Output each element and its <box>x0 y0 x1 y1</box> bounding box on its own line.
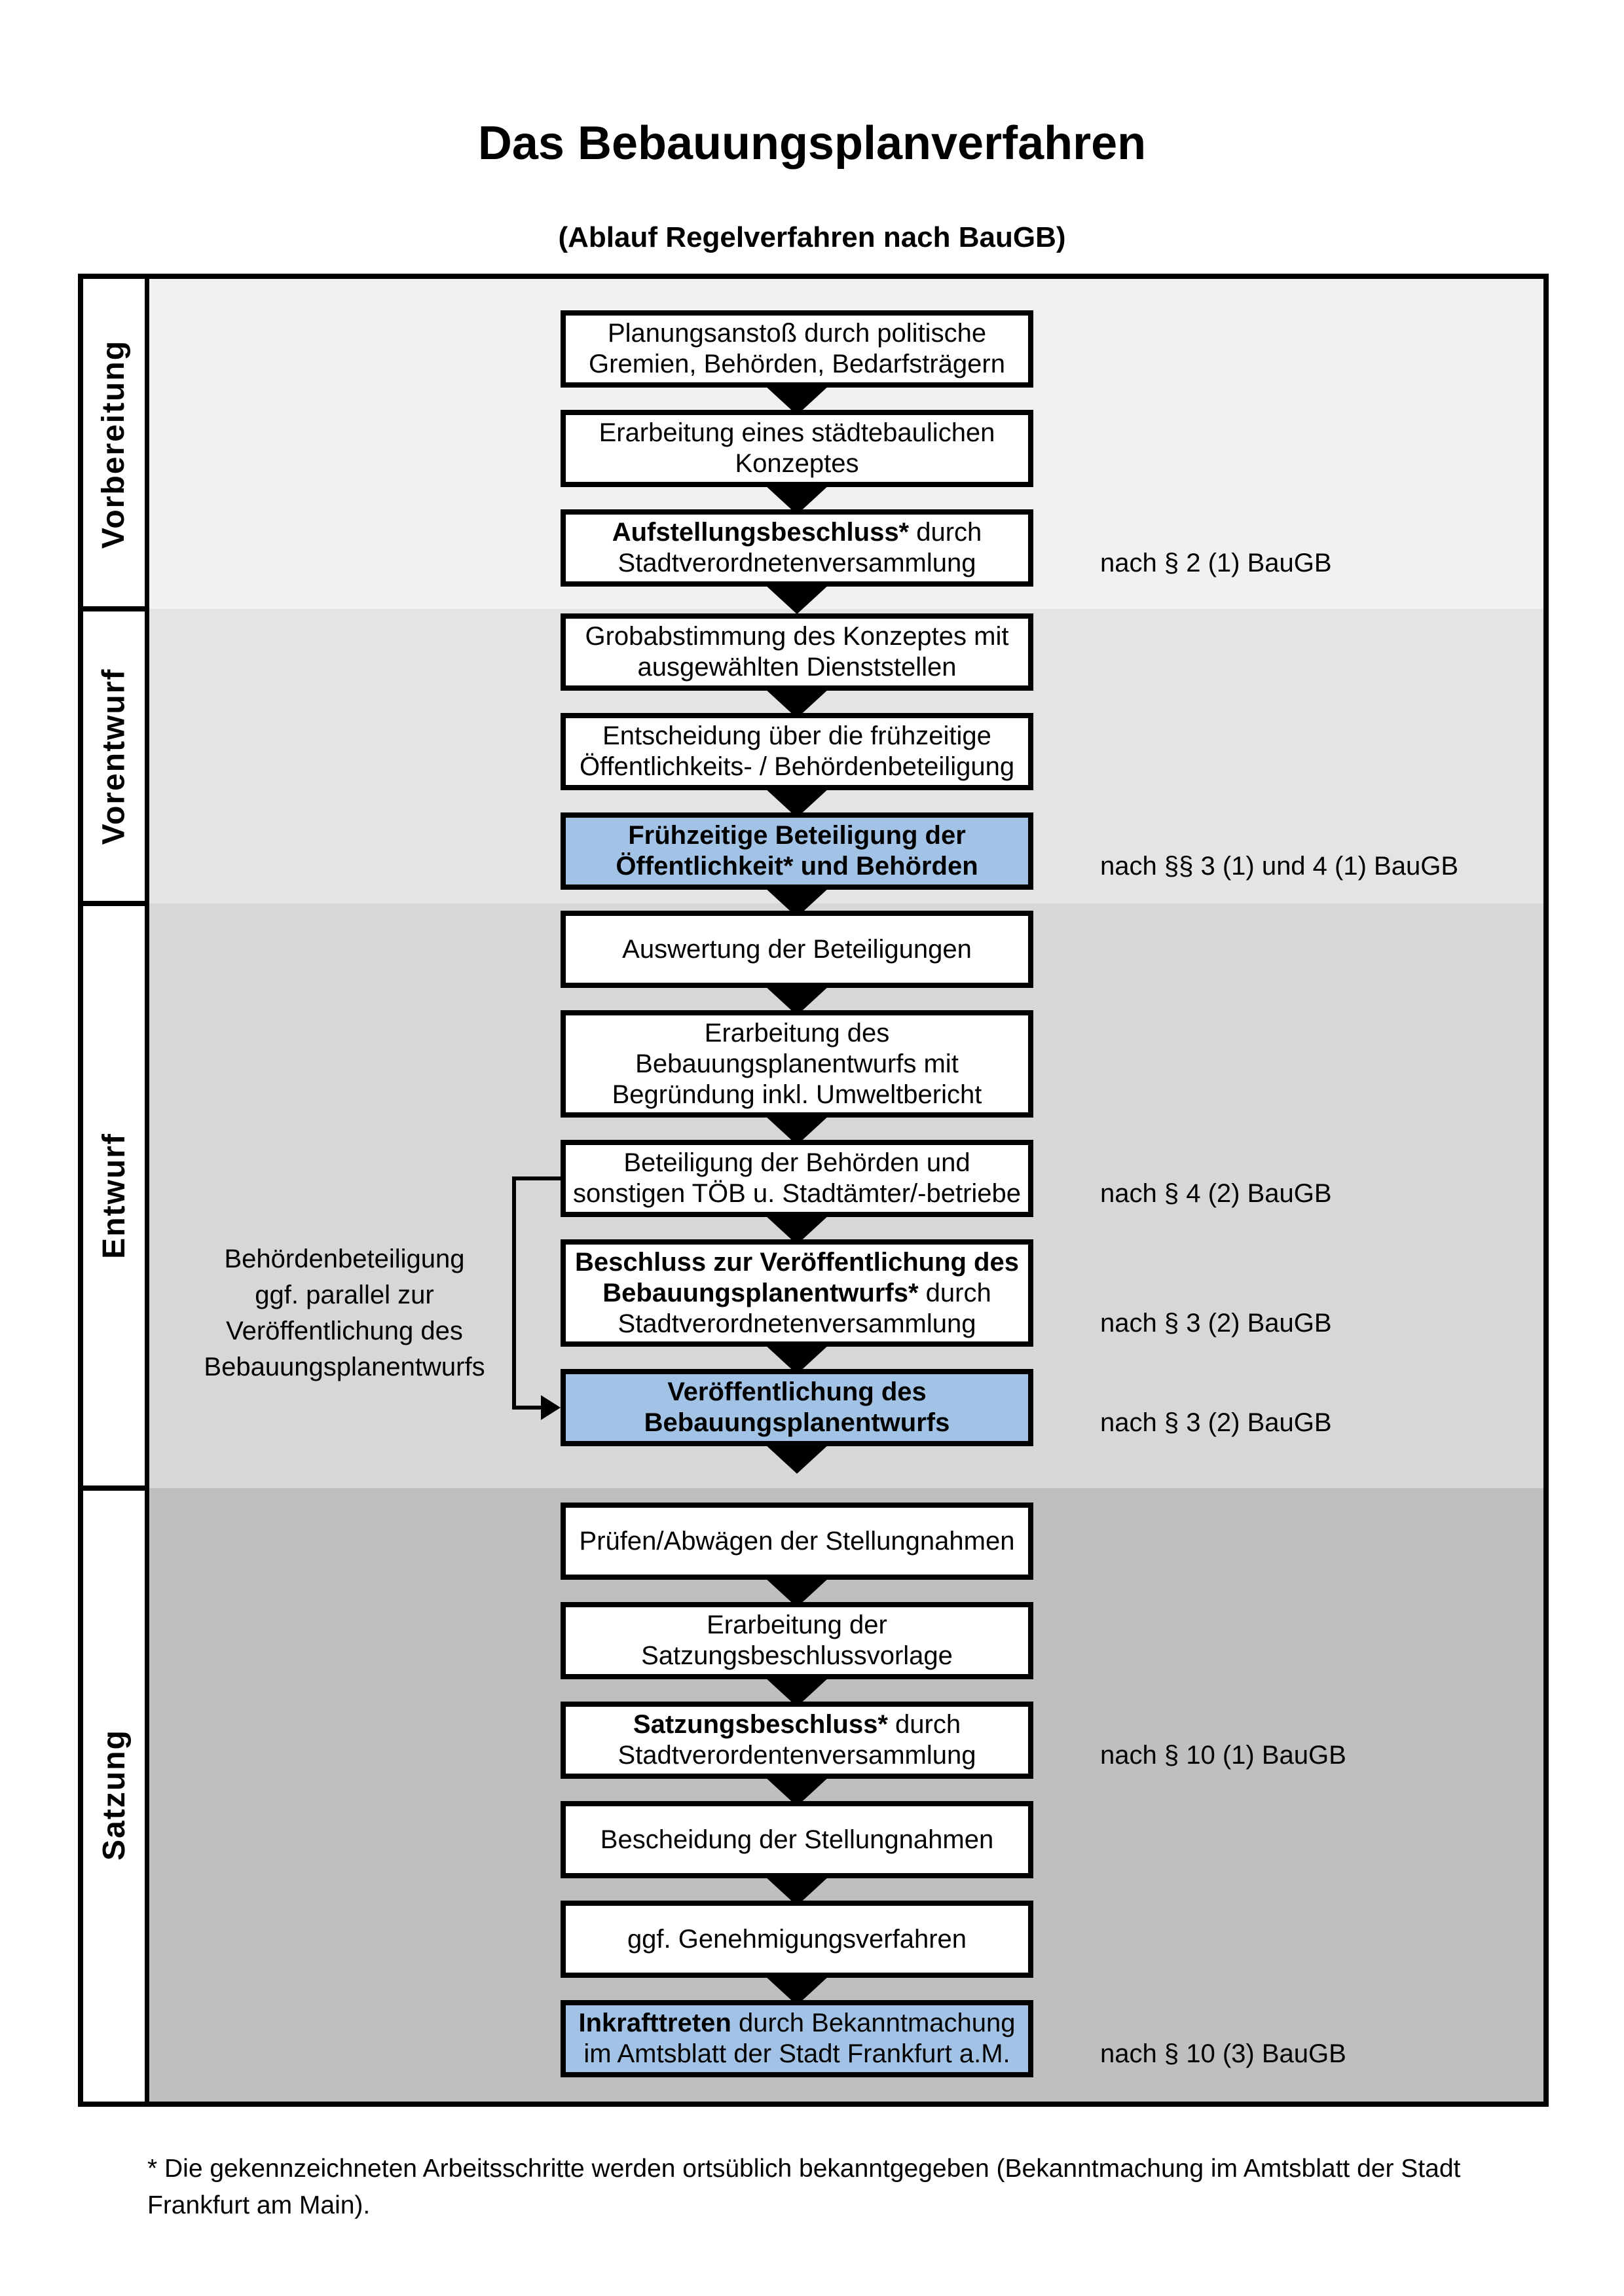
flow-box-text-line: Bebauungsplanentwurfs mit <box>635 1049 959 1078</box>
footnote: * Die gekennzeichneten Arbeitsschritte w… <box>147 2151 1536 2224</box>
side-note: Behördenbeteiligung ggf. parallel zur Ve… <box>161 1241 528 1385</box>
flow-box-text-line: Konzeptes <box>735 449 859 478</box>
section-separator <box>83 606 145 611</box>
legal-reference: nach § 10 (3) BauGB <box>1100 2039 1346 2068</box>
flow-box-text-line: sonstigen TÖB u. Stadtämter/-betriebe <box>572 1179 1022 1208</box>
flow-box-text-line: Aufstellungsbeschluss* durch <box>612 518 982 547</box>
flow-box-text-line: Erarbeitung eines städtebaulichen <box>599 418 995 447</box>
flow-box-text-line: ggf. Genehmigungsverfahren <box>627 1924 967 1954</box>
section-separator <box>83 1485 145 1491</box>
flow-box-text-line: Erarbeitung der <box>707 1611 887 1639</box>
section-label-vorentwurf: Vorentwurf <box>83 625 145 887</box>
legal-reference: nach § 3 (2) BauGB <box>1100 1309 1332 1338</box>
flow-box-text-line: im Amtsblatt der Stadt Frankfurt a.M. <box>583 2039 1010 2068</box>
flow-box-text-line: Frühzeitige Beteiligung der <box>628 821 966 850</box>
flow-box-text-line: Auswertung der Beteiligungen <box>622 934 972 964</box>
arrow-down-icon <box>764 584 830 614</box>
flow-box-text-line: Bebauungsplanentwurfs <box>644 1408 950 1437</box>
legal-reference: nach § 3 (2) BauGB <box>1100 1408 1332 1437</box>
flow-box-bescheidung: Bescheidung der Stellungnahmen <box>561 1801 1033 1878</box>
flow-box-text-line: Öffentlichkeits- / Behördenbeteiligung <box>579 752 1015 781</box>
side-note-line: Bebauungsplanentwurfs <box>204 1353 485 1381</box>
legal-reference: nach § 4 (2) BauGB <box>1100 1179 1332 1208</box>
flow-box-text-line: Planungsanstoß durch politische <box>607 319 987 348</box>
flow-box-auswertung: Auswertung der Beteiligungen <box>561 911 1033 988</box>
legal-reference: nach §§ 3 (1) und 4 (1) BauGB <box>1100 852 1458 881</box>
footnote-line: Frankfurt am Main). <box>147 2191 371 2219</box>
flow-box-text-line: Grobabstimmung des Konzeptes mit <box>585 622 1009 651</box>
flow-box-text-line: Stadtverordnetenversammlung <box>618 549 976 577</box>
arrow-down-icon <box>764 1444 830 1474</box>
flow-box-text-line: Beschluss zur Veröffentlichung des <box>575 1247 1019 1277</box>
flow-box-text-line: Stadtverordnetenversammlung <box>618 1309 976 1338</box>
connector-line <box>512 1176 561 1180</box>
flow-box-text-line: Veröffentlichung des <box>667 1377 927 1406</box>
legal-reference: nach § 10 (1) BauGB <box>1100 1741 1346 1770</box>
section-label-text: Vorbereitung <box>96 339 132 549</box>
connector-line <box>512 1406 542 1410</box>
flow-box-text-line: Bebauungsplanentwurfs* durch <box>602 1278 991 1307</box>
flow-box-text-line: Prüfen/Abwägen der Stellungnahmen <box>579 1526 1015 1556</box>
page-subtitle: (Ablauf Regelverfahren nach BauGB) <box>558 221 1066 253</box>
flow-box-text-line: Stadtverordentenversammlung <box>618 1741 976 1770</box>
arrow-right-icon <box>541 1395 561 1420</box>
flow-box-text-line: Inkrafttreten durch Bekanntmachung <box>578 2009 1016 2037</box>
side-note-line: Behördenbeteiligung <box>224 1245 465 1273</box>
connector-line <box>512 1176 516 1410</box>
flow-box-pruefen-abwaegen: Prüfen/Abwägen der Stellungnahmen <box>561 1503 1033 1580</box>
side-note-line: Veröffentlichung des <box>226 1317 463 1345</box>
flow-box-text-line: Öffentlichkeit* und Behörden <box>616 852 978 881</box>
section-label-entwurf: Entwurf <box>83 1065 145 1326</box>
flow-box-text-line: Erarbeitung des <box>704 1018 890 1048</box>
section-label-vorbereitung: Vorbereitung <box>83 313 145 575</box>
footnote-line: * Die gekennzeichneten Arbeitsschritte w… <box>147 2155 1461 2183</box>
flow-box-text-line: Satzungsbeschlussvorlage <box>641 1641 953 1670</box>
flow-box-text-line: Satzungsbeschluss* durch <box>633 1710 961 1739</box>
section-background-satzung <box>149 1488 1543 2102</box>
side-note-line: ggf. parallel zur <box>255 1281 434 1309</box>
section-label-text: Satzung <box>96 1728 132 1861</box>
flow-box-genehmigungsverfahren: ggf. Genehmigungsverfahren <box>561 1901 1033 1978</box>
page-title: Das Bebauungsplanverfahren <box>477 117 1147 170</box>
legal-reference: nach § 2 (1) BauGB <box>1100 549 1332 577</box>
flow-box-text-line: ausgewählten Dienststellen <box>637 653 957 682</box>
flow-box-text-line: Begründung inkl. Umweltbericht <box>612 1080 982 1109</box>
flow-box-text-line: Gremien, Behörden, Bedarfsträgern <box>589 350 1005 378</box>
label-column-divider <box>145 279 149 2102</box>
section-separator <box>83 901 145 906</box>
section-label-text: Vorentwurf <box>96 668 132 845</box>
flow-box-text-line: Beteiligung der Behörden und <box>623 1148 970 1177</box>
flow-box-text-line: Entscheidung über die frühzeitige <box>602 721 991 750</box>
flow-box-text-line: Bescheidung der Stellungnahmen <box>600 1825 994 1854</box>
section-label-satzung: Satzung <box>83 1664 145 1925</box>
section-label-text: Entwurf <box>96 1132 132 1259</box>
